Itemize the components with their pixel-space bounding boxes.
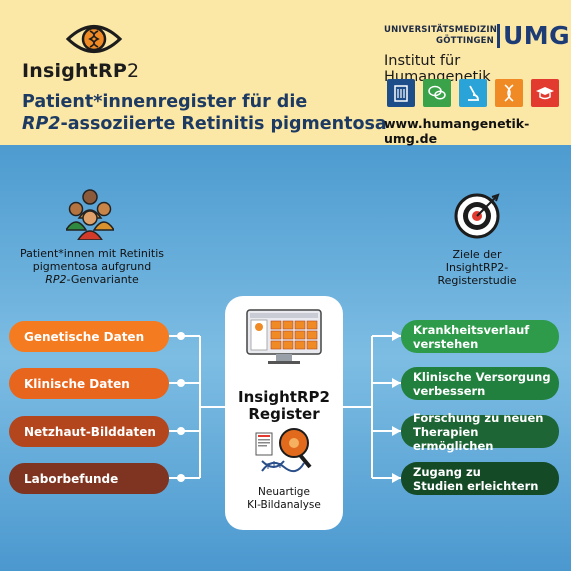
- website-url[interactable]: www.humangenetik-umg.de: [384, 116, 530, 146]
- page-title: Patient*innenregister für die RP2-assozi…: [22, 91, 387, 135]
- brand-name: InsightRP2: [22, 60, 140, 82]
- header-banner: [0, 0, 571, 145]
- register-title: InsightRP2 Register: [238, 388, 330, 423]
- eye-logo-icon: [65, 25, 123, 53]
- data-item-retina-images: Netzhaut-Bilddaten: [9, 416, 169, 447]
- data-item-lab-results: Laborbefunde: [9, 463, 169, 494]
- patients-group-icon: [66, 189, 114, 240]
- umg-logo: UMG: [503, 21, 571, 50]
- speech-bubbles-icon: [423, 79, 451, 107]
- goals-caption: Ziele der InsightRP2- Registerstudie: [437, 248, 517, 287]
- monitor-icon: [246, 309, 322, 364]
- ai-analysis-caption: Neuartige KI-Bildanalyse: [247, 486, 321, 511]
- patients-caption: Patient*innen mit Retinitis pigmentosa a…: [19, 247, 165, 286]
- umg-separator: [497, 24, 500, 48]
- dna-icon: [495, 79, 523, 107]
- title-line-2: RP2-assoziierte Retinitis pigmentosa: [22, 114, 387, 134]
- umg-wordmark: UNIVERSITÄTSMEDIZIN GÖTTINGEN: [384, 25, 498, 46]
- institute-icon-tiles: [387, 79, 559, 107]
- dna-retina-analysis-icon: [255, 428, 312, 473]
- data-item-genetic: Genetische Daten: [9, 321, 169, 352]
- graduation-cap-icon: [531, 79, 559, 107]
- building-icon: [387, 79, 415, 107]
- microscope-icon: [459, 79, 487, 107]
- title-line-1: Patient*innenregister für die: [22, 92, 308, 112]
- data-item-clinical: Klinische Daten: [9, 368, 169, 399]
- target-icon: [454, 193, 500, 239]
